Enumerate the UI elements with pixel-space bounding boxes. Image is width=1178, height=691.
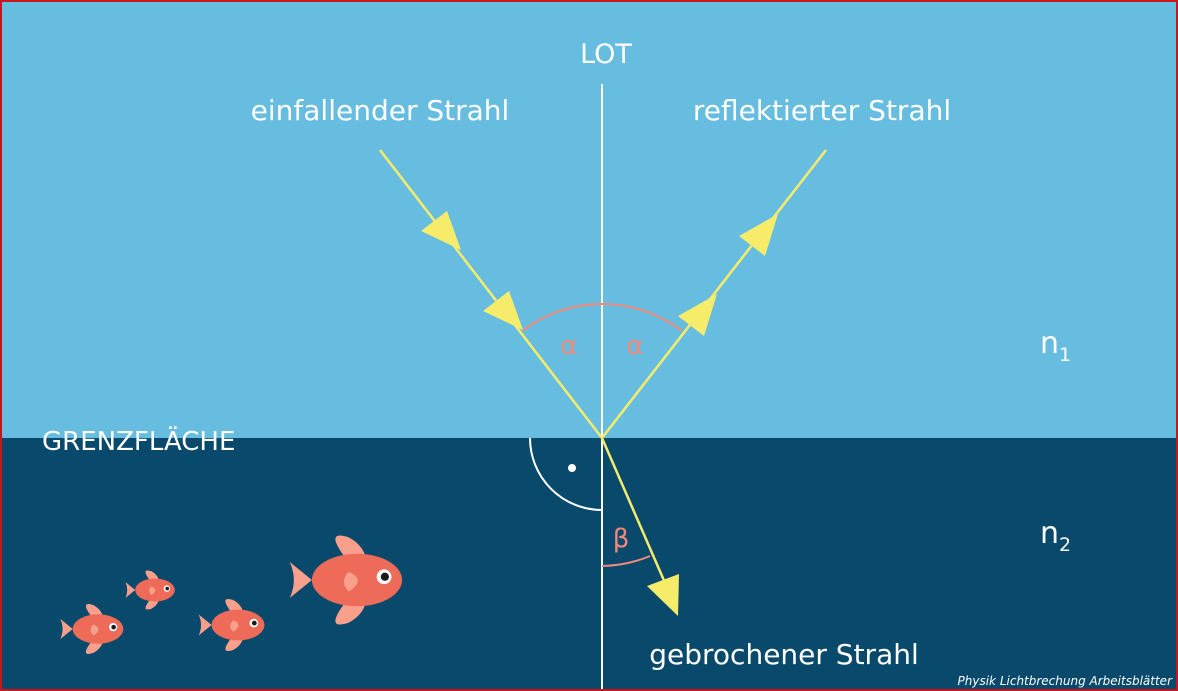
alpha-incident-label: α xyxy=(560,331,577,361)
incident-ray-label: einfallender Strahl xyxy=(251,94,510,127)
medium-2-label: n2 xyxy=(1040,516,1071,556)
right-angle-dot xyxy=(568,464,576,472)
incident-ray-arrow-1 xyxy=(421,211,461,250)
reflected-ray-label: reflektierter Strahl xyxy=(693,94,951,127)
alpha-arc xyxy=(521,302,683,332)
refracted-ray-label: gebrochener Strahl xyxy=(649,638,919,671)
right-angle-arc xyxy=(529,437,603,511)
incident-ray xyxy=(379,149,603,439)
medium-2-symbol: n xyxy=(1040,516,1059,551)
reflected-ray xyxy=(601,149,827,439)
medium-1-symbol: n xyxy=(1040,326,1059,361)
beta-arc xyxy=(601,555,651,567)
medium-1-label: n1 xyxy=(1040,326,1071,366)
interface-label: GRENZFLÄCHE xyxy=(42,425,235,457)
refracted-ray-arrow xyxy=(647,574,679,616)
medium-2-subscript: 2 xyxy=(1059,534,1071,556)
reflected-ray-arrow-1 xyxy=(678,294,717,336)
medium-1-subscript: 1 xyxy=(1059,344,1071,366)
normal-label: LOT xyxy=(580,39,632,70)
upper-medium xyxy=(2,2,1176,438)
alpha-reflected-label: α xyxy=(626,331,643,361)
refracted-ray xyxy=(600,437,671,593)
beta-label: β xyxy=(613,524,630,554)
reflected-ray-arrow-2 xyxy=(739,214,778,256)
credit-watermark: Physik Lichtbrechung Arbeitsblätter xyxy=(958,674,1174,688)
incident-ray-arrow-2 xyxy=(483,291,523,330)
lower-medium xyxy=(2,438,1176,689)
